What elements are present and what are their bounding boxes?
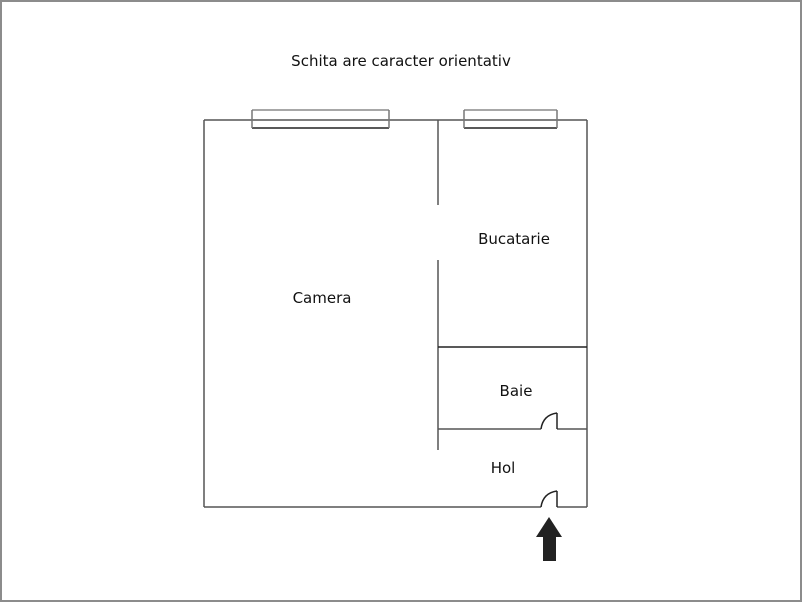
window-camera [251,109,390,129]
page-title: Schita are caracter orientativ [291,52,511,70]
room-label-camera: Camera [292,289,352,307]
room-label-bucatarie: Bucatarie [478,230,550,248]
walls [203,119,588,508]
door-baie-icon [540,412,558,430]
window-bucatarie [463,109,558,129]
room-label-hol: Hol [490,459,516,477]
room-label-baie: Baie [499,382,533,400]
door-entrance-icon [540,490,558,508]
entrance-arrow-icon [536,517,562,561]
